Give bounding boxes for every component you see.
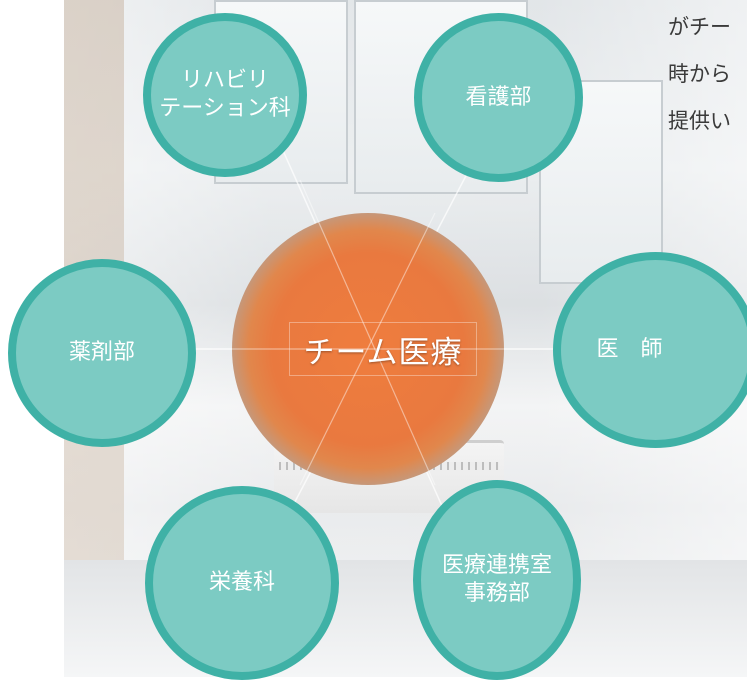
node-label: リハビリ テーション科 [159,68,291,121]
node-label: 医療連携室 事務部 [441,553,552,606]
node-label: 医 師 [596,337,663,362]
intro-line: 時から [668,62,731,86]
node-pharmacy: 薬剤部 [8,259,196,447]
node-label: 看護部 [465,84,532,110]
node-rehabilitation: リハビリ テーション科 [143,13,307,177]
center-circle [232,213,504,485]
node-label: 栄養科 [208,570,275,595]
node-label: 薬剤部 [68,340,135,365]
node-liaison: 医療連携室 事務部 [413,480,581,680]
intro-line: 提供い [668,109,731,133]
intro-line: がチー [668,15,731,39]
node-nursing: 看護部 [414,13,583,182]
center-title: チーム医療 [289,322,477,376]
intro-text: がチー 時から 提供い [668,4,747,145]
node-physician: 医 師 [553,252,747,448]
node-nutrition: 栄養科 [145,486,339,680]
